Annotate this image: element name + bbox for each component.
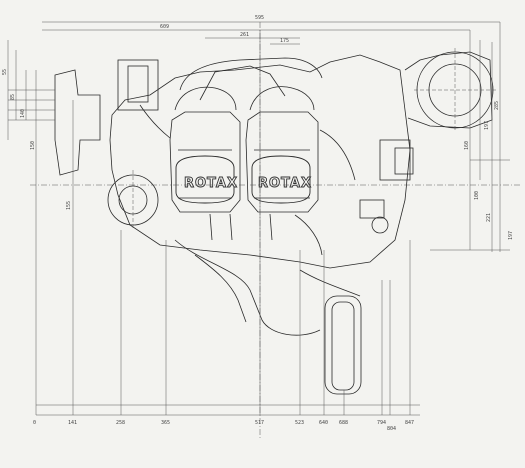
dim-label: 150 [30,141,36,150]
brand-label-right: ROTAX [258,176,312,191]
tick-label: 258 [116,420,125,426]
tick-label: 688 [339,420,348,426]
dim-label: 197 [508,231,514,240]
dim-label: 100 [474,191,480,200]
dim-label: 175 [280,38,289,44]
tick-label: 141 [68,420,77,426]
tick-label: 517 [255,420,264,426]
tick-label: 0 [33,420,36,426]
tick-label: 523 [295,420,304,426]
dim-label: 85 [10,94,16,100]
dim-label: 595 [255,15,264,21]
tick-label: 640 [319,420,328,426]
brand-label-left: ROTAX [184,176,238,191]
dim-label: 221 [486,213,492,222]
left-dimension-labels: 55 85 140 150 155 [2,69,72,210]
tick-label: 847 [405,420,414,426]
dim-label: 285 [494,101,500,110]
dim-label: 609 [160,24,169,30]
bottom-dimension-labels: 0 141 258 365 517 523 640 688 794 804 84… [33,420,414,432]
cylinder-badges: ROTAX ROTAX [175,155,312,204]
dim-label: 140 [20,109,26,118]
dim-label: 160 [464,141,470,150]
top-dimension-labels: 595 609 261 175 [160,15,289,44]
dim-label: 55 [2,69,8,75]
dimension-lines [7,21,520,440]
engine-outline [54,51,494,395]
tick-label: 365 [161,420,170,426]
dim-label: 155 [66,201,72,210]
dim-label: 197 [484,121,490,130]
right-dimension-labels: 285 197 160 221 100 197 [464,101,514,240]
tick-label: 794 [377,420,386,426]
tick-label: 804 [387,426,396,432]
dim-label: 261 [240,32,249,38]
